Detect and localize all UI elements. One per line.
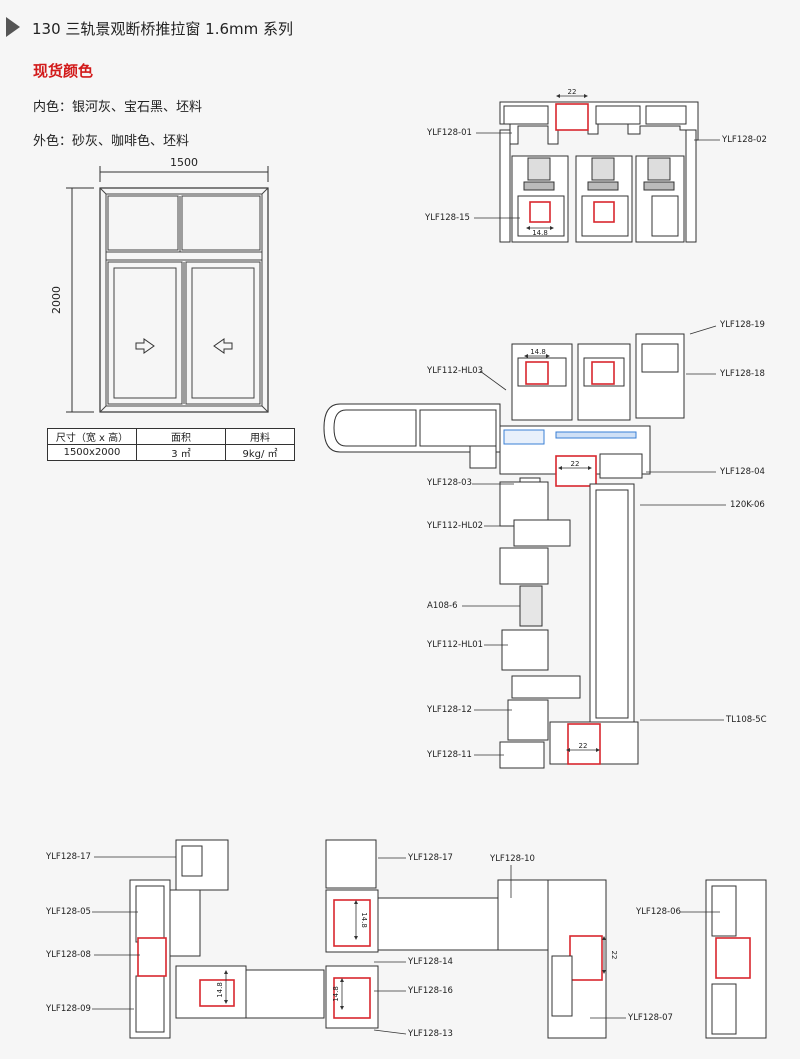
- tag-ylf128-07: YLF128-07: [628, 1013, 673, 1023]
- head-section: [499, 101, 699, 243]
- col-material: 用料: [225, 428, 295, 445]
- tag-ylf128-19: YLF128-19: [720, 320, 765, 330]
- dim-14-8-mid: 14.8: [530, 348, 546, 356]
- sill-section: [323, 333, 685, 769]
- outer-color-line: 外色：砂灰、咖啡色、坯料: [33, 130, 189, 149]
- dim-14-8-b3: 14.8: [332, 986, 340, 1002]
- tag-ylf128-12: YLF128-12: [427, 705, 472, 715]
- title-bar: 130 三轨景观断桥推拉窗 1.6mm 系列: [0, 6, 800, 40]
- transom: [105, 251, 263, 261]
- spec-table-header: 尺寸（宽 x 高） 面积 用料: [47, 428, 295, 445]
- tag-ylf112-hl01: YLF112-HL01: [427, 640, 484, 650]
- top-light-right: [181, 195, 261, 251]
- tag-ylf128-08: YLF128-08: [46, 950, 91, 960]
- dim-22-top: 22: [568, 88, 577, 96]
- tag-ylf112-hl03: YLF112-HL03: [427, 366, 484, 376]
- tag-tl108-5c: TL108-5C: [726, 715, 767, 725]
- slide-right-arrow-icon: [135, 338, 155, 354]
- tag-120k-06: 120K-06: [730, 500, 765, 510]
- tag-ylf128-10: YLF128-10: [490, 854, 535, 864]
- dim-22-bottom: 22: [579, 742, 588, 750]
- tag-a108-6: A108-6: [427, 601, 458, 611]
- inner-color-label: 内色：: [33, 100, 73, 115]
- cell-area: 3 ㎡: [136, 444, 226, 461]
- tag-ylf128-17-left: YLF128-17: [46, 852, 91, 862]
- tag-ylf128-09: YLF128-09: [46, 1004, 91, 1014]
- inner-color-value: 银河灰、宝石黑、坯料: [72, 100, 203, 115]
- tag-ylf128-06: YLF128-06: [636, 907, 681, 917]
- tag-ylf128-04: YLF128-04: [720, 467, 765, 477]
- tag-ylf128-15: YLF128-15: [425, 213, 470, 223]
- sash-right: [185, 261, 261, 405]
- tag-ylf128-02: YLF128-02: [722, 135, 767, 145]
- height-label: 2000: [50, 286, 63, 314]
- outer-color-label: 外色：: [33, 134, 73, 149]
- tag-ylf112-hl02: YLF112-HL02: [427, 521, 484, 531]
- col-area: 面积: [136, 428, 226, 445]
- tag-ylf128-13: YLF128-13: [408, 1029, 453, 1039]
- tag-ylf128-03: YLF128-03: [427, 478, 472, 488]
- col-size: 尺寸（宽 x 高）: [47, 428, 137, 445]
- tag-ylf128-14: YLF128-14: [408, 957, 453, 967]
- tag-ylf128-16: YLF128-16: [408, 986, 453, 996]
- tag-ylf128-05: YLF128-05: [46, 907, 91, 917]
- thermal-break-top: [555, 103, 589, 131]
- tag-ylf128-18: YLF128-18: [720, 369, 765, 379]
- width-label: 1500: [170, 156, 198, 169]
- page-title: 130 三轨景观断桥推拉窗 1.6mm 系列: [32, 20, 294, 38]
- table-row: 1500x2000 3 ㎡ 9kg/ ㎡: [47, 444, 295, 461]
- slide-left-arrow-icon: [213, 338, 233, 354]
- dim-14-8-b1: 14.8: [216, 982, 224, 998]
- sash-left: [107, 261, 183, 405]
- inner-color-line: 内色：银河灰、宝石黑、坯料: [33, 96, 202, 115]
- dim-14-8-b2: 14.8: [360, 912, 368, 928]
- tag-ylf128-11: YLF128-11: [427, 750, 472, 760]
- title-arrow-icon: [6, 17, 20, 37]
- tag-ylf128-01: YLF128-01: [427, 128, 472, 138]
- top-light-left: [107, 195, 179, 251]
- cell-material: 9kg/ ㎡: [225, 444, 295, 461]
- window-elevation: [66, 166, 269, 413]
- tag-ylf128-17-right: YLF128-17: [408, 853, 453, 863]
- outer-frame: [99, 187, 269, 413]
- spec-table: 尺寸（宽 x 高） 面积 用料 1500x2000 3 ㎡ 9kg/ ㎡: [47, 428, 295, 461]
- dim-14-8-top: 14.8: [532, 229, 548, 237]
- jamb-sections: [129, 839, 767, 1039]
- dim-22-mid: 22: [571, 460, 580, 468]
- cell-size: 1500x2000: [47, 444, 137, 461]
- outer-color-value: 砂灰、咖啡色、坯料: [72, 134, 190, 149]
- stock-colors-heading: 现货颜色: [33, 62, 94, 80]
- dim-22-b4: 22: [610, 951, 618, 960]
